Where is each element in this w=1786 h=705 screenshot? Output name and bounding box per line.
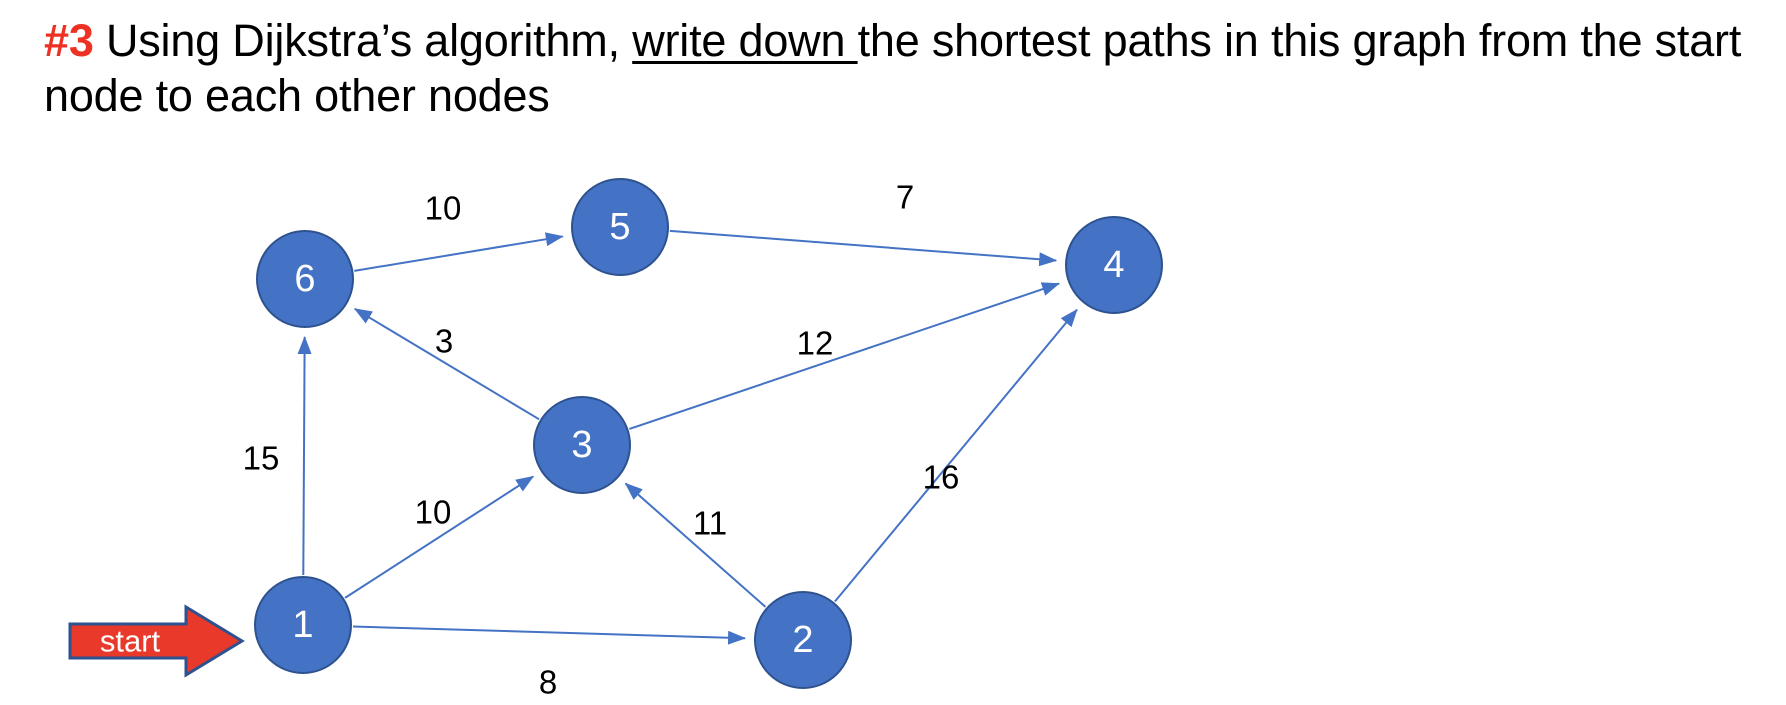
graph-edge-3-to-6: [353, 307, 540, 421]
graph-node-label: 4: [1103, 244, 1125, 286]
edge-weight-5-4: 7: [895, 178, 915, 216]
start-label: start: [99, 623, 161, 659]
edge-weight-3-6: 3: [434, 322, 454, 360]
graph-node-2[interactable]: 2: [754, 591, 852, 689]
graph-edge-6-to-5: [354, 232, 564, 272]
graph-node-5[interactable]: 5: [571, 178, 669, 276]
graph-edge-2-to-4: [834, 308, 1078, 603]
page-title: #3 Using Dijkstra’s algorithm, write dow…: [44, 14, 1744, 124]
graph-node-label: 5: [609, 206, 631, 248]
question-number: #3: [44, 15, 94, 66]
start-arrow-icon: [68, 604, 245, 678]
graph-node-6[interactable]: 6: [256, 230, 354, 328]
graph-node-label: 6: [294, 258, 316, 300]
graph-edge-3-to-4: [629, 282, 1061, 430]
edge-weight-1-2: 8: [538, 663, 558, 701]
graph-edge-1-to-2: [352, 625, 747, 645]
edge-weight-3-4: 12: [796, 324, 834, 362]
edge-weight-2-4: 16: [922, 458, 960, 496]
graph-node-label: 2: [792, 619, 814, 661]
title-text-after: the shortest paths in this graph from th…: [44, 15, 1754, 121]
edge-weight-6-5: 10: [424, 189, 462, 227]
graph-node-label: 3: [571, 424, 593, 466]
edge-weight-2-3: 11: [692, 504, 728, 542]
graph-node-4[interactable]: 4: [1065, 216, 1163, 314]
edge-weight-1-6: 15: [242, 439, 280, 477]
title-text-before: Using Dijkstra’s algorithm,: [93, 15, 633, 66]
graph-node-label: 1: [292, 604, 314, 646]
graph-node-3[interactable]: 3: [533, 396, 631, 494]
graph-edge-2-to-3: [624, 482, 767, 608]
graph-edge-1-to-6: [297, 335, 312, 576]
graph-node-1[interactable]: 1: [254, 576, 352, 674]
start-marker[interactable]: start: [68, 604, 245, 678]
graph-edge-1-to-3: [344, 475, 535, 599]
title-underlined-text: write down: [632, 15, 858, 66]
edge-weight-1-3: 10: [414, 493, 452, 531]
graph-edge-5-to-4: [669, 229, 1058, 267]
